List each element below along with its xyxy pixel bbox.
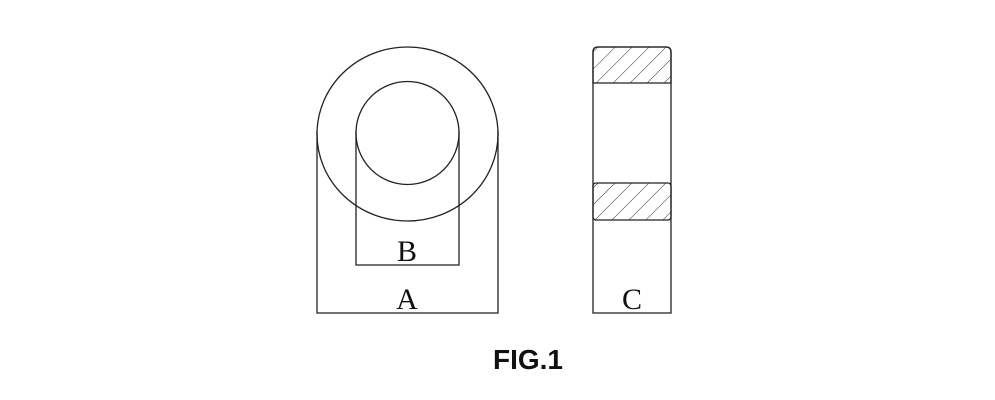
rectangle-a bbox=[316, 131, 499, 314]
label-c: C bbox=[622, 283, 642, 316]
rectangle-b bbox=[355, 131, 460, 266]
outer-circle bbox=[316, 46, 499, 222]
front-view bbox=[316, 46, 499, 314]
inner-circle bbox=[355, 80, 460, 186]
label-a: A bbox=[396, 283, 418, 316]
hatched-section-top bbox=[592, 46, 672, 84]
hatched-section-middle bbox=[592, 182, 672, 221]
figure-caption: FIG.1 bbox=[493, 344, 563, 375]
label-b: B bbox=[397, 235, 417, 268]
side-body bbox=[592, 46, 672, 314]
side-view bbox=[592, 46, 672, 314]
